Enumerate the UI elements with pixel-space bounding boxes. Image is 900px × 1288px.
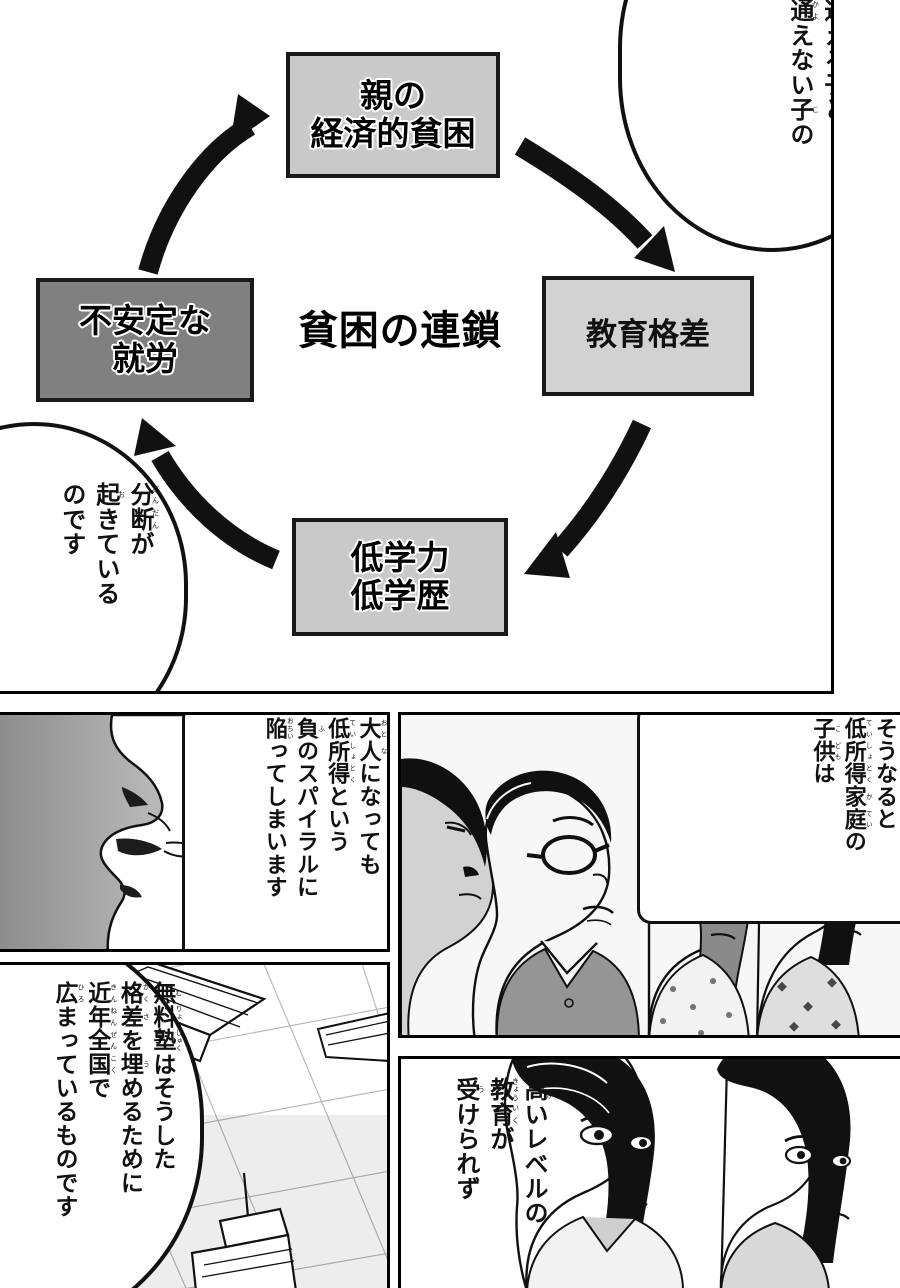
balloon-ceiling-panel-text: 無む料りょう塾じゅくはそうした 格かく差さを埋うめるために 近きん年ねん全ぜん国… xyxy=(51,981,182,1218)
cycle-arrows xyxy=(134,94,675,578)
diagram-box-education-gap: 教育格差 xyxy=(542,276,754,396)
diagram-box-low-education: 低学力 低学歴 xyxy=(292,518,508,636)
panel-audience-group: そうなると 低てい所しょ得とく家か庭ていの 子こ供どもは xyxy=(398,712,900,1038)
balloon-top-right-text: 高こう額がくな塾じゅくへ 通かよえる子こと 通かよえない子この xyxy=(785,0,834,147)
diagram-box-low-line2: 低学歴 xyxy=(350,576,450,615)
caption-girls-panel: 高たかいレベルの 教きょう育いくが 受うけられず xyxy=(451,1077,555,1226)
diagram-title: 貧困の連鎖 xyxy=(298,308,502,354)
diagram-box-low-line1: 低学力 xyxy=(350,537,450,577)
balloon-group-panel-text: そうなると 低てい所しょ得とく家か庭ていの 子こ供どもは xyxy=(809,717,897,854)
balloon-ceiling-panel: 無む料りょう塾じゅくはそうした 格かく差さを埋うめるために 近きん年ねん全ぜん国… xyxy=(0,965,204,1288)
two-women-artwork xyxy=(401,1059,900,1288)
panel-speaker-closeup: 大おと人なになっても 低てい所しょ得とくという 負ふのスパイラルに 陥おちいって… xyxy=(0,712,390,952)
diagram-box-parent-line2: 経済的貧困 xyxy=(310,114,476,153)
diagram-box-work-line1: 不安定な xyxy=(79,300,211,340)
diagram-box-parent-line1: 親の xyxy=(360,75,426,115)
diagram-box-parent-poverty: 親の 経済的貧困 xyxy=(286,52,500,178)
balloon-face-panel: 大おと人なになっても 低てい所しょ得とくという 負ふのスパイラルに 陥おちいって… xyxy=(182,715,387,949)
panel-two-women: 高たかいレベルの 教きょう育いくが 受うけられず xyxy=(398,1056,900,1288)
balloon-group-panel: そうなると 低てい所しょ得とく家か庭ていの 子こ供どもは xyxy=(637,715,900,924)
diagram-box-unstable-work: 不安定な 就労 xyxy=(36,278,254,402)
diagram-box-education-line1: 教育格差 xyxy=(586,317,710,354)
panel-ceiling: 無む料りょう塾じゅくはそうした 格かく差さを埋うめるために 近きん年ねん全ぜん国… xyxy=(0,962,390,1288)
balloon-left-text: 分ぶん断だんが 起おきている のです xyxy=(57,482,161,606)
diagram-box-work-line2: 就労 xyxy=(112,339,178,378)
poverty-cycle-diagram: 貧困の連鎖 親の 経済的貧困 教育格差 低学力 低学歴 不安定な 就労 xyxy=(0,0,831,691)
balloon-face-panel-text: 大おと人なになっても 低てい所しょ得とくという 負ふのスパイラルに 陥おちいって… xyxy=(261,717,387,899)
panel-diagram: 貧困の連鎖 親の 経済的貧困 教育格差 低学力 低学歴 不安定な 就労 高こう額… xyxy=(0,0,834,694)
